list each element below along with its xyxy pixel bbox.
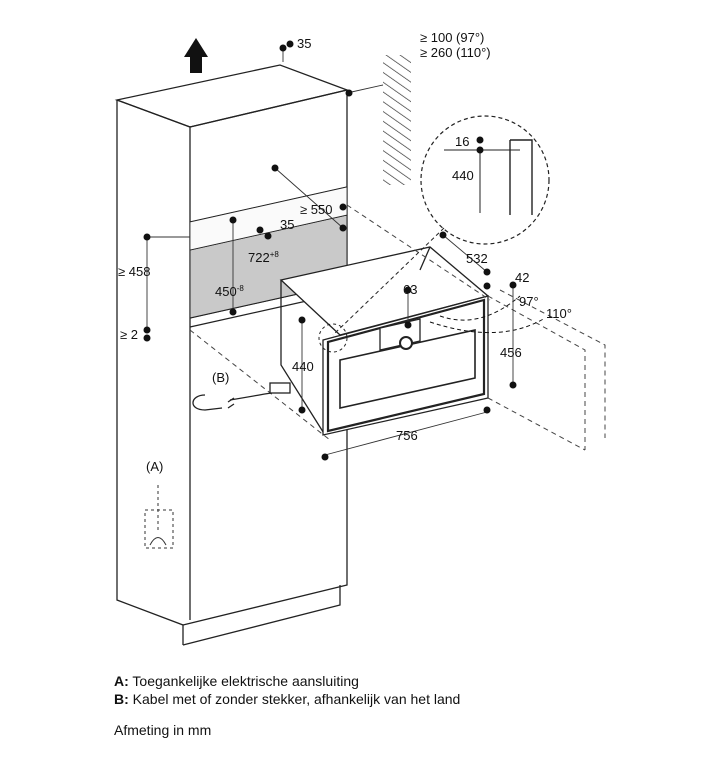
dim-angle-110: 110°	[546, 306, 572, 321]
dim-niche-height: 722+8	[248, 250, 279, 265]
door-swing	[189, 204, 606, 451]
cable	[192, 382, 291, 411]
dim-niche-450-tolerance: -8	[237, 284, 245, 293]
dim-detail-440: 440	[452, 168, 474, 183]
dimension-dots	[143, 40, 517, 461]
dim-side-458: ≥ 458	[118, 264, 150, 279]
dim-niche-height-tolerance: +8	[270, 250, 280, 259]
dimension-lines	[146, 45, 514, 456]
detail-circle	[318, 115, 550, 353]
oven	[279, 246, 490, 436]
dim-angle-97: 97°	[519, 294, 539, 309]
dim-height-456: 456	[500, 345, 522, 360]
electrical-connection-icon	[144, 485, 174, 549]
dim-detail-16: 16	[455, 134, 469, 149]
legend-item-a: A: Toegankelijke elektrische aansluiting	[114, 672, 359, 690]
legend-b-text: Kabel met of zonder stekker, afhankelijk…	[128, 691, 461, 707]
dim-niche-450-value: 450	[215, 284, 237, 299]
installation-drawing: 35 ≥ 100 (97°) ≥ 260 (110°) 16 440 ≥ 550…	[114, 30, 606, 646]
vent-grille	[383, 55, 411, 185]
dim-vent-min2: ≥ 260 (110°)	[420, 45, 491, 60]
dim-niche-height-value: 722	[248, 250, 270, 265]
dim-niche-35: 35	[280, 217, 294, 232]
up-arrow-icon	[184, 38, 208, 73]
dim-body-440: 440	[292, 359, 314, 374]
dim-depth-550: ≥ 550	[300, 202, 332, 217]
dim-niche-450: 450-8	[215, 284, 244, 299]
dim-depth-532: 532	[466, 251, 488, 266]
dim-vent-min: ≥ 100 (97°)	[420, 30, 484, 45]
tall-cabinet	[114, 64, 350, 646]
unit-note: Afmeting in mm	[114, 722, 212, 738]
legend-item-b: B: Kabel met of zonder stekker, afhankel…	[114, 690, 460, 708]
dim-front-42: 42	[515, 270, 529, 285]
dim-top-gap: 35	[297, 36, 311, 51]
marker-a: (A)	[146, 459, 163, 474]
legend-b-key: B:	[114, 691, 129, 707]
marker-b: (B)	[212, 370, 229, 385]
legend-a-key: A:	[114, 673, 129, 689]
dim-door-63: 63	[403, 282, 417, 297]
legend-a-text: Toegankelijke elektrische aansluiting	[128, 673, 359, 689]
dim-width-756: 756	[396, 428, 418, 443]
dim-bottom-2: ≥ 2	[120, 327, 138, 342]
